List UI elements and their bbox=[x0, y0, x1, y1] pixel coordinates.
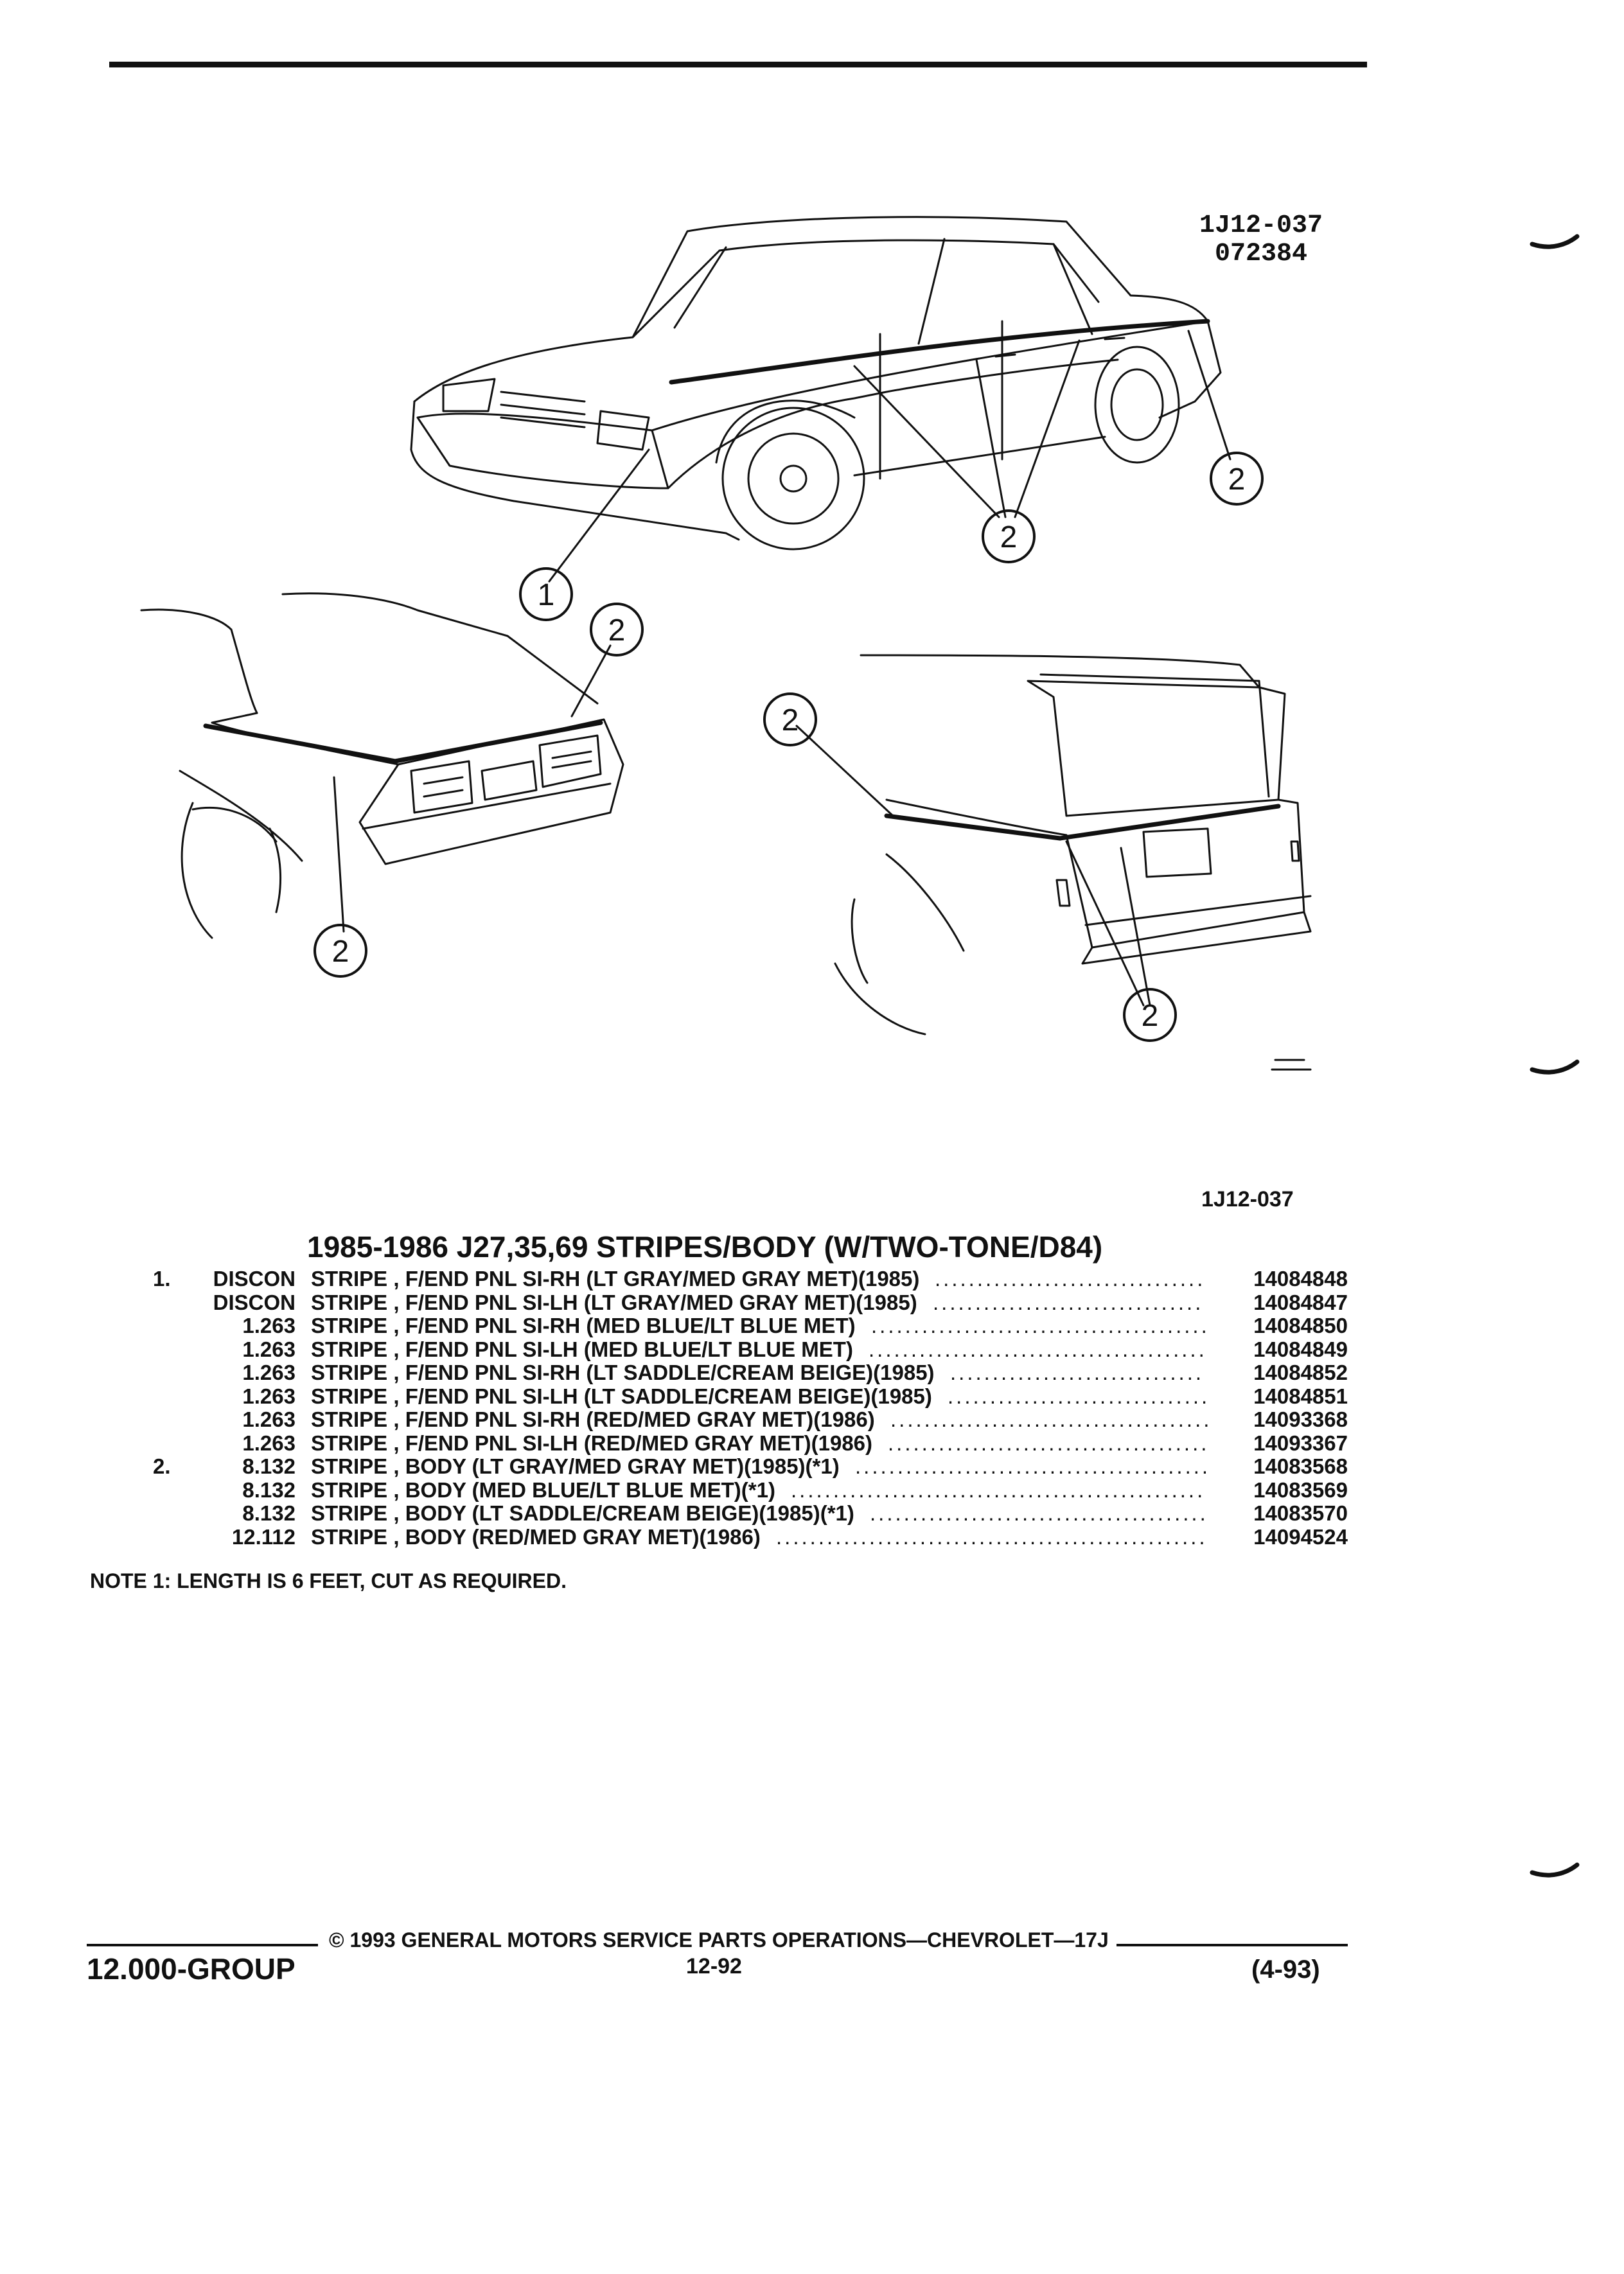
parts-description: STRIPE , F/END PNL SI-RH (LT SADDLE/CREA… bbox=[311, 1361, 935, 1384]
callout-2-wagon-side: 2 bbox=[782, 703, 799, 737]
parts-part-number: 14083570 bbox=[1253, 1501, 1348, 1525]
parts-list: 1. DISCON STRIPE , F/END PNL SI-RH (LT GRA… bbox=[0, 1267, 1624, 1556]
parts-row: 1.263 STRIPE , F/END PNL SI-LH (LT SADDLE… bbox=[0, 1384, 1624, 1408]
parts-row: 1.263 STRIPE , F/END PNL SI-RH (MED BLUE/… bbox=[0, 1314, 1624, 1337]
parts-quantity: 8.132 bbox=[242, 1501, 296, 1525]
leader-dots: ...................................... bbox=[888, 1431, 1208, 1455]
parts-description: STRIPE , F/END PNL SI-RH (MED BLUE/LT BL… bbox=[311, 1314, 856, 1337]
stripes-body-illustration: 1 2 2 2 2 2 2 bbox=[140, 216, 1312, 1071]
parts-quantity: 8.132 bbox=[242, 1477, 296, 1502]
parts-quantity: DISCON bbox=[213, 1290, 296, 1314]
callout-2-sedan-quarter: 2 bbox=[332, 935, 349, 969]
footer-page-number: 12-92 bbox=[686, 1954, 742, 1979]
parts-description: STRIPE , F/END PNL SI-LH (MED BLUE/LT BL… bbox=[311, 1337, 853, 1361]
parts-row: 1.263 STRIPE , F/END PNL SI-RH (RED/MED G… bbox=[0, 1407, 1624, 1431]
parts-quantity: 1.263 bbox=[242, 1407, 296, 1431]
parts-description: STRIPE , F/END PNL SI-LH (LT SADDLE/CREA… bbox=[311, 1384, 932, 1408]
callout-2-wagon-rear: 2 bbox=[1142, 999, 1159, 1033]
leader-dots: .............................. bbox=[950, 1361, 1205, 1384]
parts-quantity: 1.263 bbox=[242, 1384, 296, 1408]
parts-description: STRIPE , F/END PNL SI-LH (RED/MED GRAY M… bbox=[311, 1431, 873, 1455]
leader-dots: ........................................… bbox=[855, 1454, 1208, 1478]
footer-rule-right bbox=[1116, 1944, 1348, 1946]
callout-2-sedan-deck: 2 bbox=[608, 613, 626, 648]
parts-quantity: 1.263 bbox=[242, 1337, 296, 1361]
parts-list-title: 1985-1986 J27,35,69 STRIPES/BODY (W/TWO-… bbox=[307, 1230, 1103, 1264]
parts-description: STRIPE , BODY (MED BLUE/LT BLUE MET)(*1) bbox=[311, 1477, 775, 1502]
callout-leaders bbox=[333, 330, 1312, 1071]
leader-dots: ...................................... bbox=[890, 1407, 1208, 1431]
leader-dots: ........................................… bbox=[791, 1477, 1206, 1502]
parts-row: 1. DISCON STRIPE , F/END PNL SI-RH (LT GRA… bbox=[0, 1267, 1624, 1291]
sedan-rear-view bbox=[140, 592, 624, 939]
callout-2-side: 2 bbox=[1000, 520, 1018, 554]
parts-item-number: 2. bbox=[153, 1454, 171, 1478]
parts-quantity: 1.263 bbox=[242, 1431, 296, 1455]
footer-date: (4-93) bbox=[1251, 1955, 1320, 1984]
parts-row: 12.112 STRIPE , BODY (RED/MED GRAY MET)(1… bbox=[0, 1524, 1624, 1549]
parts-part-number: 14093367 bbox=[1253, 1431, 1348, 1455]
sedan-front-view bbox=[410, 216, 1222, 551]
wagon-rear-view bbox=[834, 654, 1312, 1036]
parts-quantity: DISCON bbox=[213, 1267, 296, 1291]
parts-row: 8.132 STRIPE , BODY (LT SADDLE/CREAM BEIG… bbox=[0, 1501, 1624, 1525]
parts-row: 1.263 STRIPE , F/END PNL SI-LH (RED/MED G… bbox=[0, 1431, 1624, 1455]
parts-quantity: 8.132 bbox=[242, 1454, 296, 1478]
footer-rule-left bbox=[87, 1944, 318, 1946]
parts-row: 1.263 STRIPE , F/END PNL SI-RH (LT SADDLE… bbox=[0, 1361, 1624, 1384]
parts-part-number: 14083568 bbox=[1253, 1454, 1348, 1478]
parts-description: STRIPE , F/END PNL SI-RH (RED/MED GRAY M… bbox=[311, 1407, 875, 1431]
leader-dots: ............................... bbox=[948, 1384, 1208, 1408]
parts-part-number: 14084851 bbox=[1253, 1384, 1348, 1408]
parts-description: STRIPE , F/END PNL SI-RH (LT GRAY/MED GR… bbox=[311, 1267, 920, 1291]
binder-marks bbox=[1530, 234, 1580, 1878]
leader-dots: ........................................ bbox=[871, 1314, 1208, 1337]
footer-copyright: © 1993 GENERAL MOTORS SERVICE PARTS OPER… bbox=[329, 1928, 1109, 1952]
callout-1: 1 bbox=[538, 578, 555, 612]
parts-quantity: 1.263 bbox=[242, 1361, 296, 1384]
parts-part-number: 14094524 bbox=[1253, 1524, 1348, 1549]
figure-reference: 1J12-037 072384 bbox=[1181, 212, 1341, 269]
parts-description: STRIPE , BODY (LT GRAY/MED GRAY MET)(198… bbox=[311, 1454, 840, 1478]
parts-part-number: 14084852 bbox=[1253, 1361, 1348, 1384]
parts-item-number: 1. bbox=[153, 1267, 171, 1291]
figure-ref-code: 1J12-037 bbox=[1199, 211, 1323, 240]
parts-row: DISCON STRIPE , F/END PNL SI-LH (LT GRAY/… bbox=[0, 1291, 1624, 1314]
parts-quantity: 1.263 bbox=[242, 1314, 296, 1337]
figure-bottom-code: 1J12-037 bbox=[1201, 1187, 1294, 1212]
parts-quantity: 12.112 bbox=[231, 1524, 296, 1549]
leader-dots: ........................................ bbox=[869, 1337, 1207, 1361]
leader-dots: ........................................… bbox=[776, 1524, 1208, 1549]
parts-part-number: 14084847 bbox=[1253, 1290, 1348, 1314]
parts-description: STRIPE , F/END PNL SI-LH (LT GRAY/MED GR… bbox=[311, 1290, 917, 1314]
note: NOTE 1: LENGTH IS 6 FEET, CUT AS REQUIRE… bbox=[90, 1569, 567, 1592]
parts-part-number: 14084850 bbox=[1253, 1314, 1348, 1337]
parts-description: STRIPE , BODY (LT SADDLE/CREAM BEIGE)(19… bbox=[311, 1501, 854, 1525]
parts-description: STRIPE , BODY (RED/MED GRAY MET)(1986) bbox=[311, 1524, 761, 1549]
leader-dots: ................................ bbox=[935, 1267, 1206, 1291]
parts-row: 1.263 STRIPE , F/END PNL SI-LH (MED BLUE/… bbox=[0, 1337, 1624, 1361]
parts-part-number: 14084849 bbox=[1253, 1337, 1348, 1361]
parts-part-number: 14083569 bbox=[1253, 1477, 1348, 1502]
leader-dots: ........................................ bbox=[870, 1501, 1208, 1525]
top-rule bbox=[109, 62, 1367, 67]
parts-part-number: 14093368 bbox=[1253, 1407, 1348, 1431]
parts-row: 8.132 STRIPE , BODY (MED BLUE/LT BLUE MET… bbox=[0, 1477, 1624, 1502]
figure-ref-date: 072384 bbox=[1214, 240, 1308, 269]
parts-row: 2. 8.132 STRIPE , BODY (LT GRAY/MED GRAY M… bbox=[0, 1454, 1624, 1478]
callout-2-rear-quarter: 2 bbox=[1228, 463, 1246, 497]
callout-circles bbox=[313, 452, 1264, 1042]
footer-group: 12.000-GROUP bbox=[87, 1952, 296, 1986]
parts-part-number: 14084848 bbox=[1253, 1267, 1348, 1291]
leader-dots: ................................ bbox=[933, 1290, 1204, 1314]
